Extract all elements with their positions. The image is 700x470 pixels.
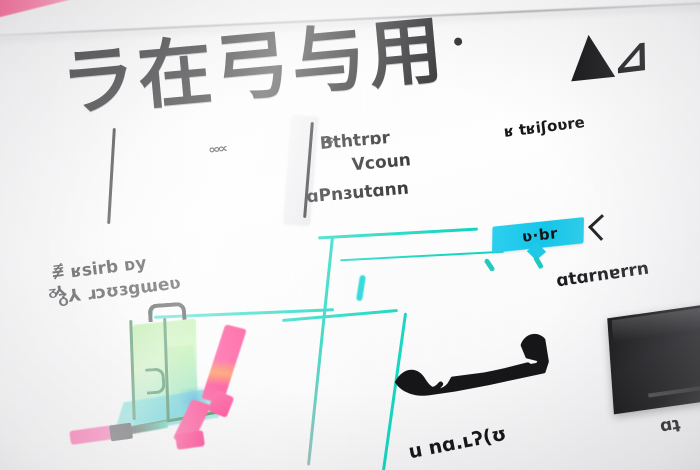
- handwriting-bottom-right-line1: ɑʇ: [658, 413, 682, 437]
- headline-right-fragment-b: ⊿: [611, 25, 651, 85]
- handwriting-top-left: Bthtrɒr Vcoun ɑPnɜutɑnn: [306, 124, 414, 207]
- pink-marker-band: [108, 422, 134, 442]
- green-pen-hook: [145, 367, 166, 395]
- headline-dot-icon: [454, 37, 463, 46]
- scribble-mark-a: ∞∝: [207, 140, 226, 158]
- handwriting-top-left-line2: Vcoun: [351, 150, 412, 176]
- black-marker-hook: [147, 301, 187, 323]
- headline-glyph-1: ラ: [57, 35, 138, 128]
- handwriting-bottom-right: ɑʇ: [658, 413, 681, 436]
- headline-glyph-2: 在: [134, 28, 214, 121]
- headline-glyph-4: 与: [287, 14, 368, 107]
- black-marker-sketch: [394, 333, 549, 396]
- headline-glyph-5: 用: [364, 7, 445, 100]
- headline-right-fragment-a: ▲: [564, 15, 617, 89]
- headline-glyph-3: 弓: [211, 21, 291, 114]
